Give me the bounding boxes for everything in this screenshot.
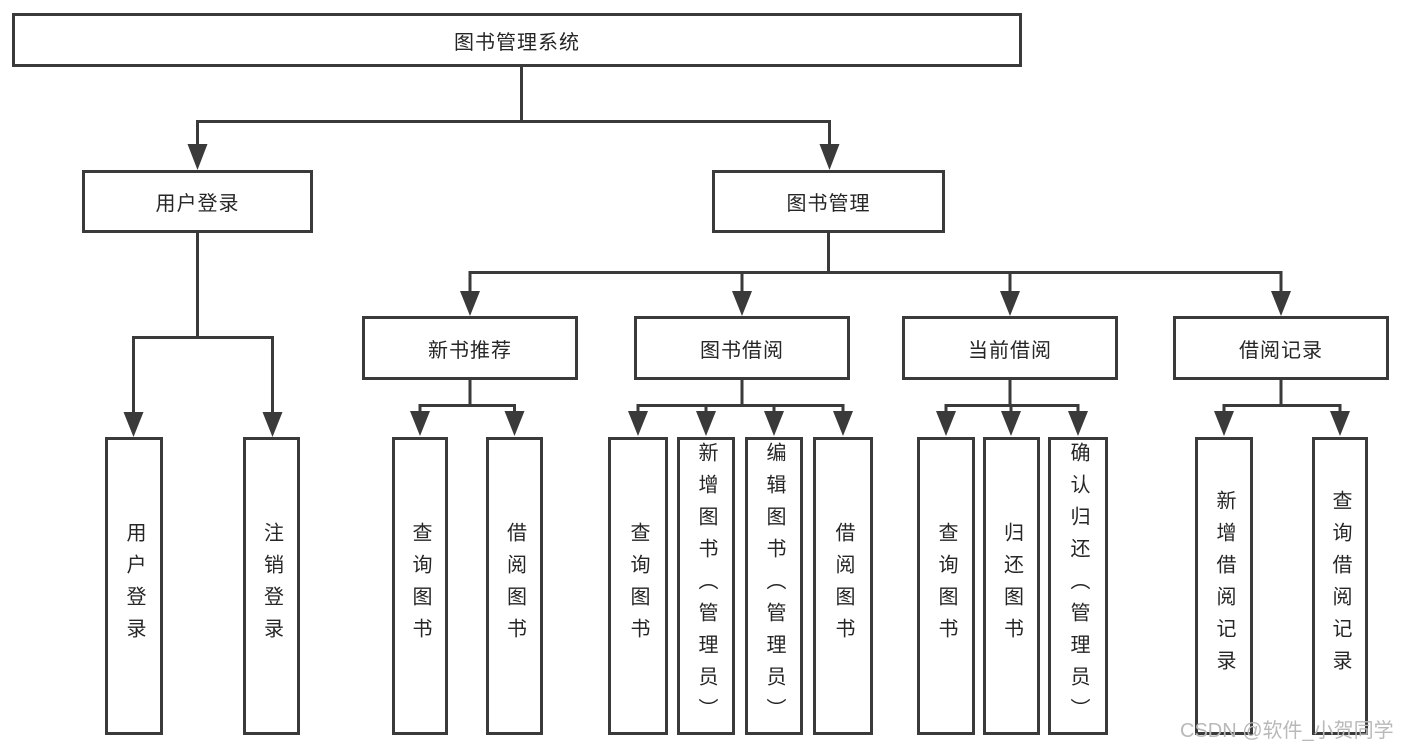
node-edit-books-admin: 编辑图书（管理员） xyxy=(745,437,803,735)
node-borrow-books: 借阅图书 xyxy=(813,437,873,735)
node-new-book-recommend-label: 新书推荐 xyxy=(428,339,512,362)
node-new-book-recommend: 新书推荐 xyxy=(362,316,578,380)
node-book-borrowing: 图书借阅 xyxy=(634,316,850,380)
node-edit-books-admin-label: 编辑图书（管理员） xyxy=(763,442,785,730)
node-library-system-label: 图书管理系统 xyxy=(454,31,580,54)
node-query-books-recommend-label: 查询图书 xyxy=(409,522,431,650)
node-book-borrowing-label: 图书借阅 xyxy=(700,339,784,362)
node-user-login-action-label: 用户登录 xyxy=(123,522,145,650)
node-book-management-label: 图书管理 xyxy=(786,193,871,215)
node-logout-action: 注销登录 xyxy=(243,437,300,735)
node-confirm-return-admin: 确认归还（管理员） xyxy=(1048,437,1108,735)
node-add-books-admin-label: 新增图书（管理员） xyxy=(695,442,717,730)
node-return-books-label: 归还图书 xyxy=(1000,522,1023,650)
node-user-login: 用户登录 xyxy=(82,170,313,233)
node-borrow-books-recommend-label: 借阅图书 xyxy=(503,522,526,650)
csdn-watermark: CSDN @软件_小贺同学 xyxy=(1180,720,1394,742)
node-add-borrow-record-label: 新增借阅记录 xyxy=(1213,490,1235,682)
node-current-borrowing-label: 当前借阅 xyxy=(968,339,1052,362)
node-library-system: 图书管理系统 xyxy=(12,13,1022,67)
node-query-books-recommend: 查询图书 xyxy=(392,437,448,735)
node-borrow-books-label: 借阅图书 xyxy=(832,522,854,650)
node-query-borrow-record-label: 查询借阅记录 xyxy=(1329,490,1351,682)
node-return-books: 归还图书 xyxy=(983,437,1040,735)
node-query-books-borrow-label: 查询图书 xyxy=(627,522,649,650)
node-confirm-return-admin-label: 确认归还（管理员） xyxy=(1067,442,1089,730)
node-borrowing-records: 借阅记录 xyxy=(1173,316,1389,380)
node-add-books-admin: 新增图书（管理员） xyxy=(677,437,735,735)
node-query-books-current: 查询图书 xyxy=(917,437,975,735)
node-user-login-label: 用户登录 xyxy=(155,193,240,215)
node-user-login-action: 用户登录 xyxy=(105,437,163,735)
node-query-books-current-label: 查询图书 xyxy=(935,522,957,650)
node-borrow-books-recommend: 借阅图书 xyxy=(486,437,543,735)
node-query-books-borrow: 查询图书 xyxy=(608,437,668,735)
node-book-management: 图书管理 xyxy=(712,170,945,233)
node-query-borrow-record: 查询借阅记录 xyxy=(1312,437,1368,735)
node-current-borrowing: 当前借阅 xyxy=(902,316,1118,380)
node-borrowing-records-label: 借阅记录 xyxy=(1239,339,1323,362)
node-add-borrow-record: 新增借阅记录 xyxy=(1195,437,1253,735)
node-logout-action-label: 注销登录 xyxy=(260,522,283,650)
